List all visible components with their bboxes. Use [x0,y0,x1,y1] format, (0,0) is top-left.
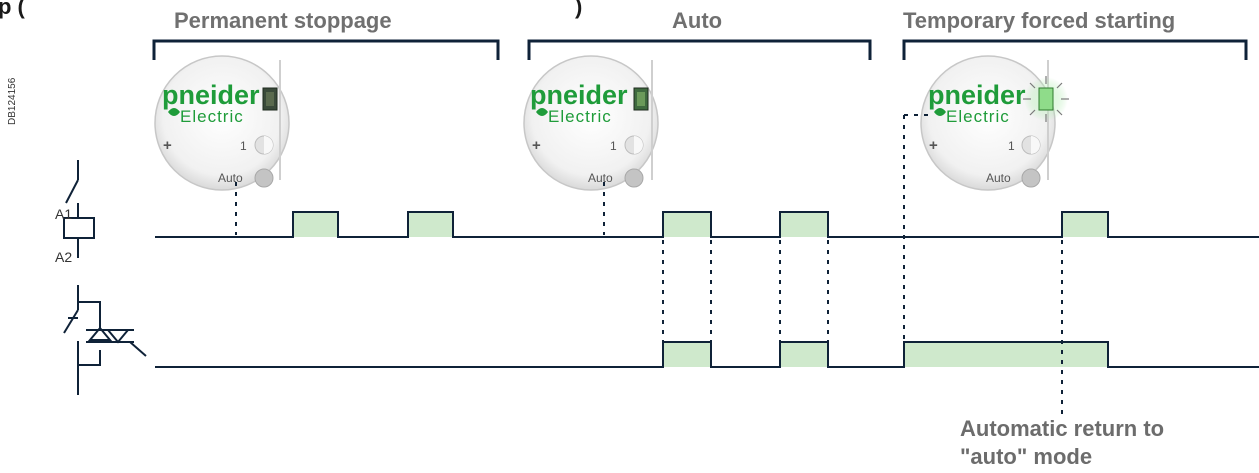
knob-auto-icon [624,168,644,188]
brand-logo-icon [934,108,946,116]
bracket-auto [527,39,872,60]
brand-name: pneider [162,80,260,110]
mode-title-permanent-stoppage: Permanent stoppage [174,8,392,33]
knob-auto-icon [1021,168,1041,188]
device-lens-3: pneider Electric + 1 Auto [920,55,1069,191]
brand-name: pneider [928,80,1026,110]
note-line-2: "auto" mode [960,444,1092,469]
brand-name: pneider [530,80,628,110]
knob-label-one: 1 [240,139,247,153]
coil-pulse-5 [1062,212,1108,237]
output-contact-symbol [63,285,147,395]
plus-sign: + [163,137,172,154]
device-lens-1: pneider Electric + 1 Auto [154,55,290,191]
knob-auto-icon [254,168,274,188]
plus-sign: + [929,137,938,154]
cropped-title-fragment-right: ) [575,0,582,19]
cropped-title-fragment: p ( [0,0,26,19]
mode-title-temporary-forced-starting: Temporary forced starting [903,8,1175,33]
coil-pulse-3 [663,212,711,237]
brand-sub: Electric [180,107,244,126]
pulse-fills [293,212,1108,367]
knob-label-auto: Auto [986,171,1011,185]
note-line-1: Automatic return to [960,416,1164,441]
knob-label-auto: Auto [218,171,243,185]
timing-guide-lines [235,114,1063,420]
brand-sub: Electric [946,107,1010,126]
brand-logo-icon [536,108,548,116]
terminal-a1-label: A1 [55,206,72,222]
bracket-temporary-forced-starting [902,39,1248,60]
coil-pulse-1 [293,212,338,237]
coil-pulse-4 [780,212,828,237]
output-pulse-1 [663,342,711,367]
coil-signal-trace [155,211,1259,238]
doc-ref-code: DB124156 [7,77,18,125]
knob-label-one: 1 [610,139,617,153]
knob-label-auto: Auto [588,171,613,185]
terminal-a2-label: A2 [55,249,72,265]
brand-sub: Electric [548,107,612,126]
bracket-permanent-stoppage [152,39,500,60]
mode-title-auto: Auto [672,8,722,33]
plus-sign: + [532,137,541,154]
output-pulse-3 [904,342,1108,367]
knob-label-one: 1 [1008,139,1015,153]
coil-pulse-2 [408,212,453,237]
indicator-rays [1023,76,1069,122]
brand-logo-icon [168,108,180,116]
mode-brackets [152,39,1248,60]
output-pulse-2 [780,342,828,367]
relay-coil-symbol [63,160,95,258]
output-signal-trace [155,341,1259,368]
indicator-led-lit [1038,87,1054,111]
device-lens-2: pneider Electric + 1 Auto [523,55,659,191]
